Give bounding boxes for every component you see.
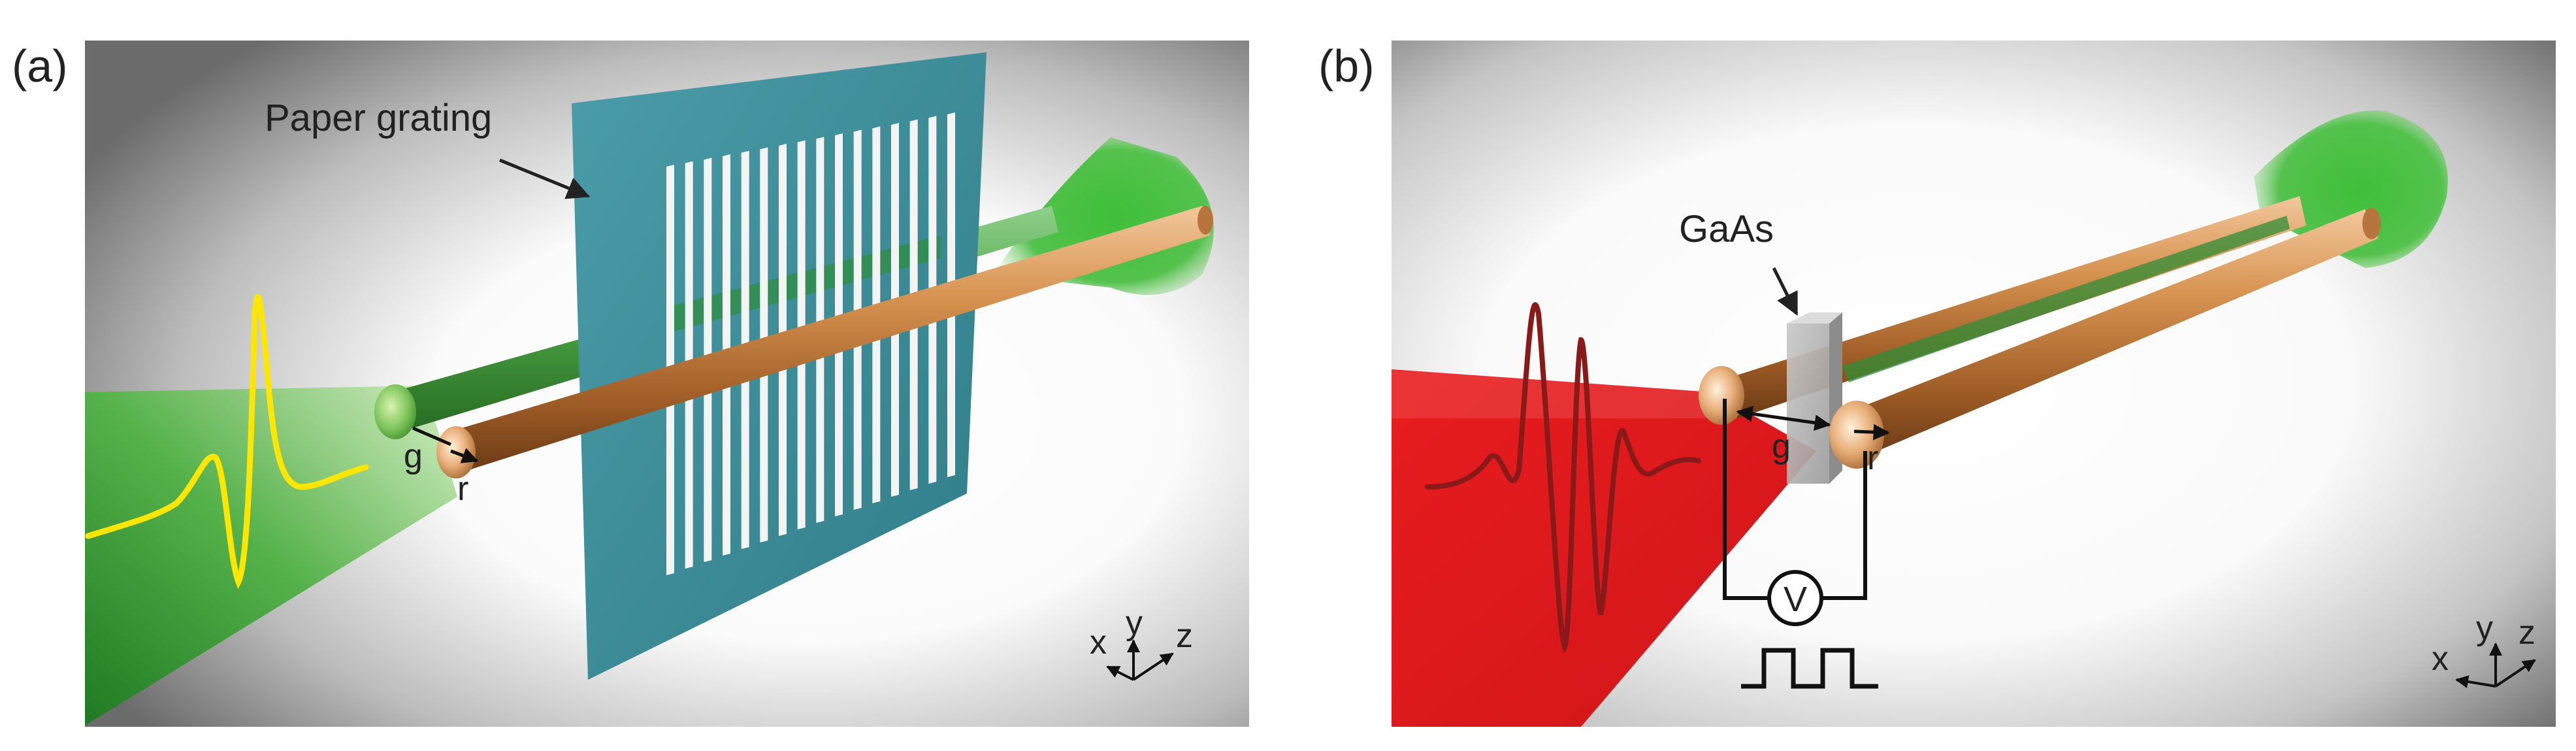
circuit-wire-left: [1723, 399, 1784, 600]
front-wire-far-end: [1198, 206, 1213, 235]
front-wire-far-end-b: [2362, 208, 2381, 239]
panel-a-label: (a): [12, 41, 68, 92]
back-wire-end-b: [1699, 366, 1744, 425]
panel-b: g r V GaAs x y z (b): [1318, 41, 2556, 727]
z-axis-label: z: [1176, 617, 1193, 655]
bias-square-wave: [1741, 648, 1878, 689]
y-axis-label: y: [1126, 604, 1143, 642]
annotation-arrow: [499, 158, 591, 199]
radius-indicator: [450, 448, 479, 463]
gaas-block: [1787, 312, 1842, 484]
z-axis-label-b: z: [2519, 614, 2535, 652]
paper-grating-annotation: Paper grating: [265, 97, 492, 139]
x-axis-arrow: [1106, 665, 1134, 681]
panel-b-label: (b): [1318, 41, 1375, 92]
voltmeter-icon: [1767, 570, 1823, 626]
radius-label-b: r: [1867, 439, 1878, 477]
gap-indicator: [412, 426, 451, 446]
gaas-annotation-arrow: [1772, 267, 1799, 316]
optical-beam-highlight: [1392, 369, 1725, 418]
front-wire-b: [1849, 209, 2378, 458]
front-wire-end-b: [1829, 401, 1884, 469]
gaas-top: [1787, 312, 1842, 324]
z-axis-arrow: [1132, 652, 1174, 681]
gaas-front: [1787, 324, 1829, 484]
axes-triad-a: x y z: [1090, 604, 1193, 681]
front-wire: [451, 206, 1210, 472]
gaas-annotation: GaAs: [1679, 208, 1774, 250]
y-axis-label-b: y: [2476, 609, 2493, 647]
circuit-wire-right: [1806, 451, 1867, 600]
x-axis-label-b: x: [2432, 640, 2449, 678]
gap-indicator-b: [1736, 405, 1831, 431]
radius-indicator-b: [1853, 424, 1890, 441]
thz-focus-spot-b: [2254, 110, 2448, 268]
x-axis-arrow-b: [2455, 675, 2496, 688]
z-axis-arrow-b: [2494, 659, 2536, 688]
voltmeter-label: V: [1784, 580, 1807, 619]
radius-label: r: [457, 470, 468, 508]
thz-pulse-waveform: [85, 294, 369, 590]
axes-triad-b: x y z: [2432, 609, 2536, 688]
gap-label-b: g: [1772, 427, 1791, 465]
gap-label: g: [404, 437, 423, 475]
optical-pulse-waveform: [1425, 302, 1701, 654]
x-axis-label: x: [1090, 624, 1107, 661]
inner-green-field: [1842, 216, 2290, 382]
panel-a: g r Paper grating x y z (a): [12, 41, 1249, 727]
back-wire-end: [374, 384, 416, 439]
